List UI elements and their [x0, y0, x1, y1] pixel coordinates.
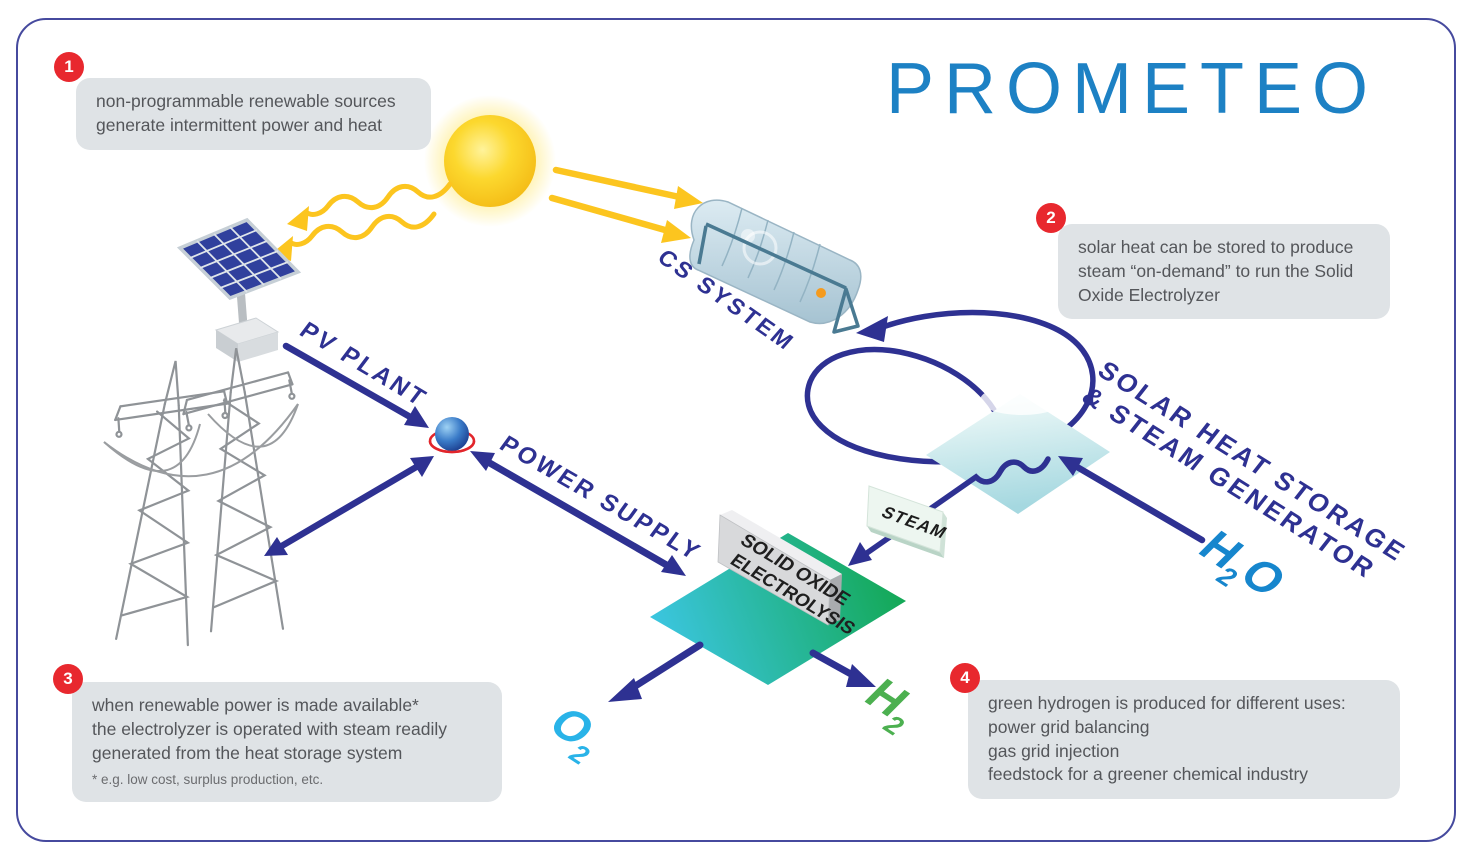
sun-icon	[424, 95, 556, 227]
steam-flow-arrow	[848, 456, 1051, 566]
callout-3-line2: the electrolyzer is operated with steam …	[92, 718, 448, 739]
h2o-feed-arrow	[1058, 456, 1206, 544]
trough-receiver-dot	[816, 288, 826, 298]
pv-plant-arrow	[282, 342, 429, 428]
o2-output-arrow	[608, 641, 704, 702]
callout-1-line1: non-programmable renewable sources	[96, 91, 396, 111]
callout-1-line2: generate intermittent power and heat	[96, 114, 383, 135]
callout-3-line1: when renewable power is made available*	[92, 695, 419, 715]
callout-4-line1: green hydrogen is produced for different…	[988, 693, 1346, 713]
callout-2-line3: Oxide Electrolyzer	[1078, 284, 1220, 305]
callout-2-badge: 2	[1036, 203, 1066, 233]
pv-panel-icon	[176, 217, 302, 362]
h2-output-arrow	[809, 649, 876, 687]
callout-4-line2: power grid balancing	[988, 716, 1150, 737]
callout-1: non-programmable renewable sources gener…	[76, 78, 431, 150]
callout-2-line1: solar heat can be stored to produce	[1078, 237, 1354, 257]
callout-4-badge: 4	[950, 663, 980, 693]
sun-rays-to-cs-arrows	[548, 166, 703, 243]
power-supply-arrow	[470, 451, 686, 576]
callout-3-footnote: * e.g. low cost, surplus production, etc…	[92, 772, 324, 788]
power-node-sphere	[428, 417, 476, 454]
solar-heat-storage-label-line1: SOLAR HEAT STORAGE	[1092, 355, 1413, 568]
callout-1-badge: 1	[54, 52, 84, 82]
grid-exchange-arrow	[264, 456, 434, 556]
page-title: PROMETEO	[885, 49, 1378, 129]
electrolysis-plane	[650, 533, 906, 685]
callout-2-line2: steam “on-demand” to run the Solid	[1078, 260, 1354, 281]
heat-storage-plane	[926, 385, 1110, 514]
power-supply-label: POWER SUPPLY	[494, 431, 707, 566]
callout-4: green hydrogen is produced for different…	[968, 680, 1400, 800]
transmission-towers-icon	[95, 345, 304, 648]
callout-3-badge: 3	[53, 664, 83, 694]
sun-rays-to-pv-arrows	[271, 181, 453, 261]
o2-label: O 2	[539, 698, 606, 769]
callout-4-line3: gas grid injection	[988, 740, 1120, 761]
callout-2: solar heat can be stored to produce stea…	[1058, 224, 1390, 320]
callout-3-line3: generated from the heat storage system	[92, 742, 403, 763]
callout-4-line4: feedstock for a greener chemical industr…	[988, 764, 1309, 785]
svg-text:O: O	[1230, 549, 1297, 606]
callout-3: when renewable power is made available* …	[72, 682, 502, 802]
border-frame	[16, 18, 1456, 842]
cs-trough-icon	[689, 199, 862, 334]
